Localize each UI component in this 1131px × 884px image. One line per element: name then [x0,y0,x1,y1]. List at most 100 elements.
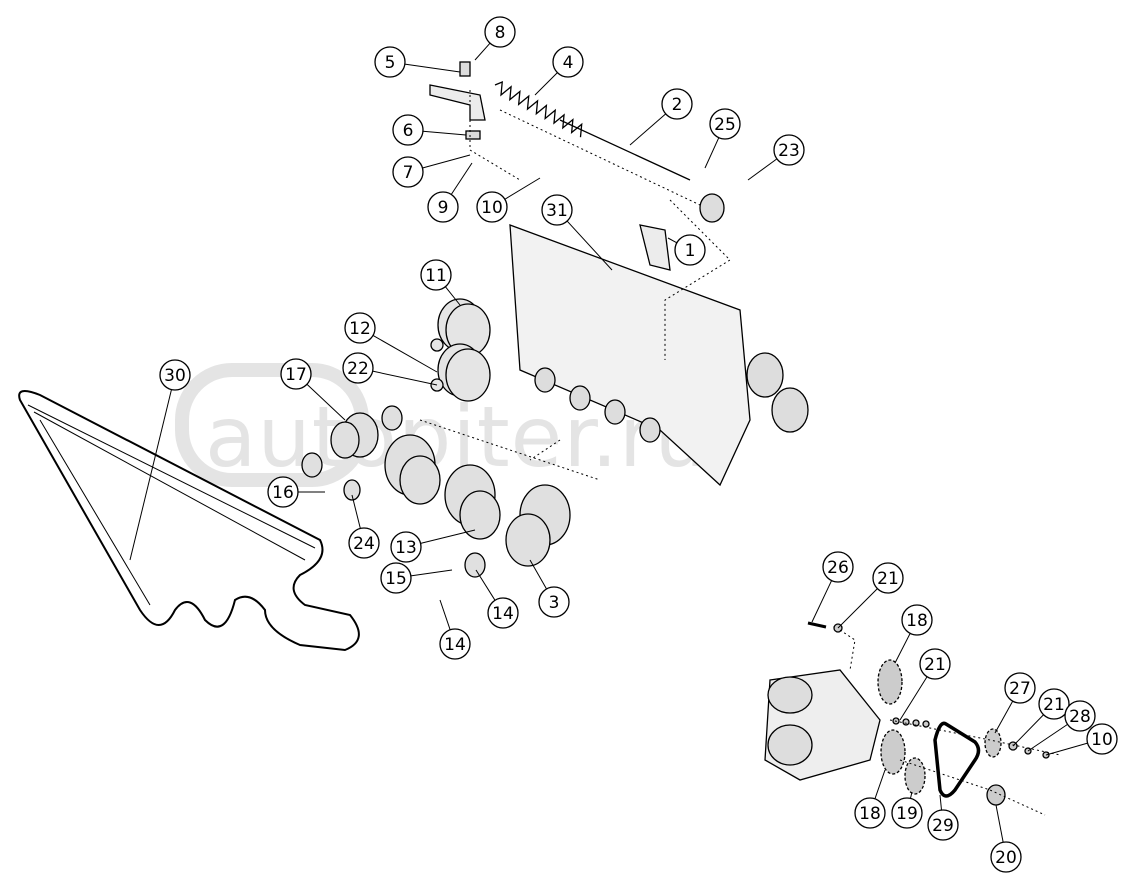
callout-circle [822,551,854,583]
leader-line [994,700,1014,734]
leader-line [909,791,913,799]
callout-label: 20 [995,848,1017,868]
callout-24: 24 [348,494,380,559]
leader-line [874,769,886,800]
leader-line [995,804,1004,843]
callout-13: 13 [390,529,476,563]
callout-circle [854,797,886,829]
leader-line [667,237,678,244]
callout-circle [420,259,452,291]
callout-label: 10 [481,198,503,218]
callout-label: 27 [1009,679,1031,699]
leader-line [837,588,878,629]
callout-label: 24 [353,534,375,554]
callout-label: 17 [285,365,307,385]
leader-line [410,569,453,577]
callout-label: 7 [403,163,414,183]
spring [494,81,583,138]
callout-circle [348,527,380,559]
callout-label: 18 [906,611,928,631]
callout-15: 15 [380,562,453,594]
callout-21: 21 [1012,688,1070,747]
leader-line [422,154,471,169]
leader-line [475,569,496,601]
callout-label: 5 [385,53,396,73]
callout-10: 10 [476,177,541,223]
rod [559,119,691,181]
callout-25: 25 [704,108,741,169]
callout-circle [267,476,299,508]
callout-circle [919,648,951,680]
callout-circle [773,134,805,166]
callout-label: 6 [403,121,414,141]
belt [18,390,360,652]
callout-label: 21 [877,569,899,589]
callout-22: 22 [342,352,438,386]
callout-label: 26 [827,558,849,578]
callout-circle [380,562,412,594]
leader-line [704,137,720,169]
leader-line [1012,714,1044,747]
callout-label: 14 [444,635,466,655]
callout-20: 20 [990,804,1022,873]
callout-circle [484,16,516,48]
callout-label: 18 [859,804,881,824]
callout-circle [439,628,471,660]
callout-circle [476,191,508,223]
leader-line [474,42,491,61]
callout-28: 28 [1027,700,1096,752]
leader-line [529,559,547,590]
callout-27: 27 [994,672,1036,734]
callout-label: 23 [778,141,800,161]
callout-circle [390,531,422,563]
leader-line [306,383,346,421]
leader-line [372,335,438,373]
leader-line [372,370,438,386]
leader-line [811,580,833,623]
leader-line [1045,742,1088,756]
callout-label: 28 [1069,707,1091,727]
callout-circle [1004,672,1036,704]
callout-circle [427,191,459,223]
callout-label: 29 [932,816,954,836]
callout-circle [901,604,933,636]
callout-label: 10 [1091,730,1113,750]
callout-label: 8 [495,23,506,43]
idler-pulleys [430,298,491,402]
callout-17: 17 [280,358,346,421]
callout-circle [344,312,376,344]
callout-label: 14 [492,604,514,624]
callout-label: 1 [685,241,696,261]
callout-12: 12 [344,312,438,373]
callout-18: 18 [894,604,933,664]
callout-3: 3 [529,559,570,618]
callout-label: 9 [438,198,449,218]
leader-line [422,130,467,136]
callout-label: 22 [347,359,369,379]
callout-30: 30 [129,359,191,561]
callout-label: 30 [164,366,186,386]
leader-line [351,494,361,529]
leader-line [566,220,613,271]
callout-circle [541,194,573,226]
callout-label: 19 [896,804,918,824]
callout-7: 7 [392,154,471,188]
parts [18,61,1061,816]
leader-line [747,158,778,181]
callout-circle [927,809,959,841]
mounting-plate [509,224,751,487]
leader-line [439,599,451,630]
callout-29: 29 [927,794,959,841]
callout-circle [872,562,904,594]
callout-1: 1 [667,234,706,266]
callout-circle [1064,700,1096,732]
callout-10: 10 [1045,723,1118,756]
callout-19: 19 [891,791,923,829]
callout-label: 15 [385,569,407,589]
leader-line [129,389,172,561]
callout-circle [552,46,584,78]
callout-23: 23 [747,134,805,181]
callout-label: 31 [546,201,568,221]
callout-label: 4 [563,53,574,73]
